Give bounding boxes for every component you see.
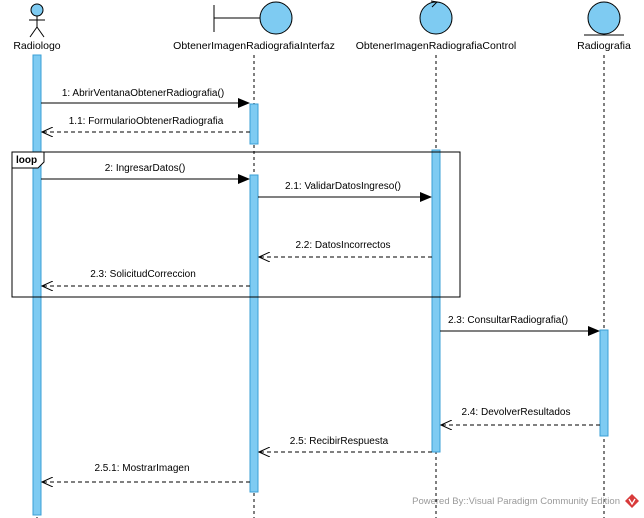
loop-fragment-label: loop xyxy=(16,155,37,166)
message-label-1-1: 1.1: FormularioObtenerRadiografia xyxy=(69,116,224,127)
boundary-icon xyxy=(213,1,293,35)
message-label-1: 1: AbrirVentanaObtenerRadiografia() xyxy=(62,88,224,99)
activation-control xyxy=(431,149,441,453)
entity-icon xyxy=(584,1,624,36)
message-label-2-3b: 2.3: ConsultarRadiografia() xyxy=(448,315,568,326)
message-label-2-5-1: 2.5.1: MostrarImagen xyxy=(94,463,189,474)
participant-label-radiologo: Radiologo xyxy=(13,40,60,52)
participant-label-interfaz: ObtenerImagenRadiografiaInterfaz xyxy=(173,40,335,52)
message-label-2-3a: 2.3: SolicitudCorreccion xyxy=(90,269,196,280)
activation-interfaz-2 xyxy=(249,174,259,493)
message-label-2-1: 2.1: ValidarDatosIngreso() xyxy=(285,181,401,192)
message-label-2-4: 2.4: DevolverResultados xyxy=(462,407,571,418)
message-label-2-5: 2.5: RecibirRespuesta xyxy=(290,436,389,447)
activation-entidad xyxy=(599,329,609,437)
message-label-2-2: 2.2: DatosIncorrectos xyxy=(295,240,390,251)
participant-label-control: ObtenerImagenRadiografiaControl xyxy=(356,40,517,52)
participant-label-entidad: Radiografia xyxy=(577,40,631,52)
activation-radiologo xyxy=(32,54,42,516)
watermark-text: Powered By::Visual Paradigm Community Ed… xyxy=(412,496,620,507)
control-icon xyxy=(419,0,453,35)
visual-paradigm-logo-icon xyxy=(625,494,639,508)
message-label-2: 2: IngresarDatos() xyxy=(105,163,186,174)
activation-interfaz-1 xyxy=(249,103,259,145)
actor-icon xyxy=(29,3,45,38)
loop-fragment: loop xyxy=(11,151,461,298)
